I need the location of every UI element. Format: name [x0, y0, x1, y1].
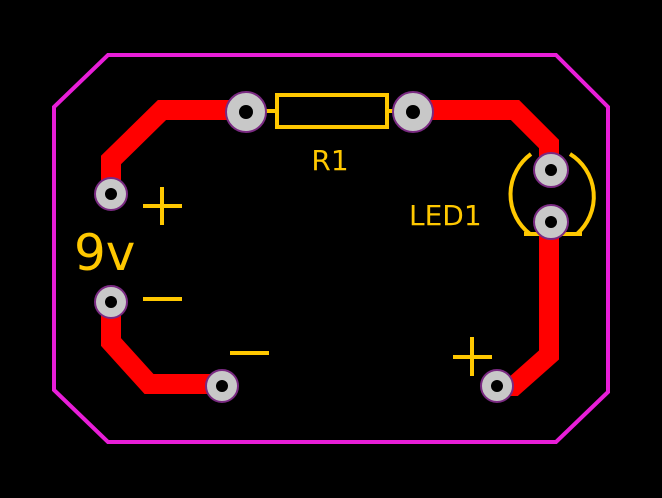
- resistor-body-outline: [275, 93, 389, 129]
- pads: [94, 91, 569, 403]
- trace-battery-minus-to-wire-minus: [101, 302, 222, 394]
- trace-battery-plus-to-r1: [101, 100, 246, 192]
- led1-pad-anode: [533, 152, 569, 188]
- wire-minus-pad: [205, 369, 239, 403]
- silkscreen: [143, 93, 596, 376]
- battery-voltage-label: 9v: [74, 224, 135, 282]
- resistor-designator-label: R1: [311, 144, 348, 177]
- battery-plus-pad: [94, 177, 128, 211]
- wire-plus-pad: [480, 369, 514, 403]
- r1-pad-2: [392, 91, 434, 133]
- led1-pad-cathode: [533, 204, 569, 240]
- battery-minus-pad: [94, 285, 128, 319]
- trace-led-bottom-to-wire-plus: [497, 222, 559, 396]
- r1-pad-1: [225, 91, 267, 133]
- board-outline: [52, 53, 610, 444]
- led-designator-label: LED1: [409, 199, 482, 232]
